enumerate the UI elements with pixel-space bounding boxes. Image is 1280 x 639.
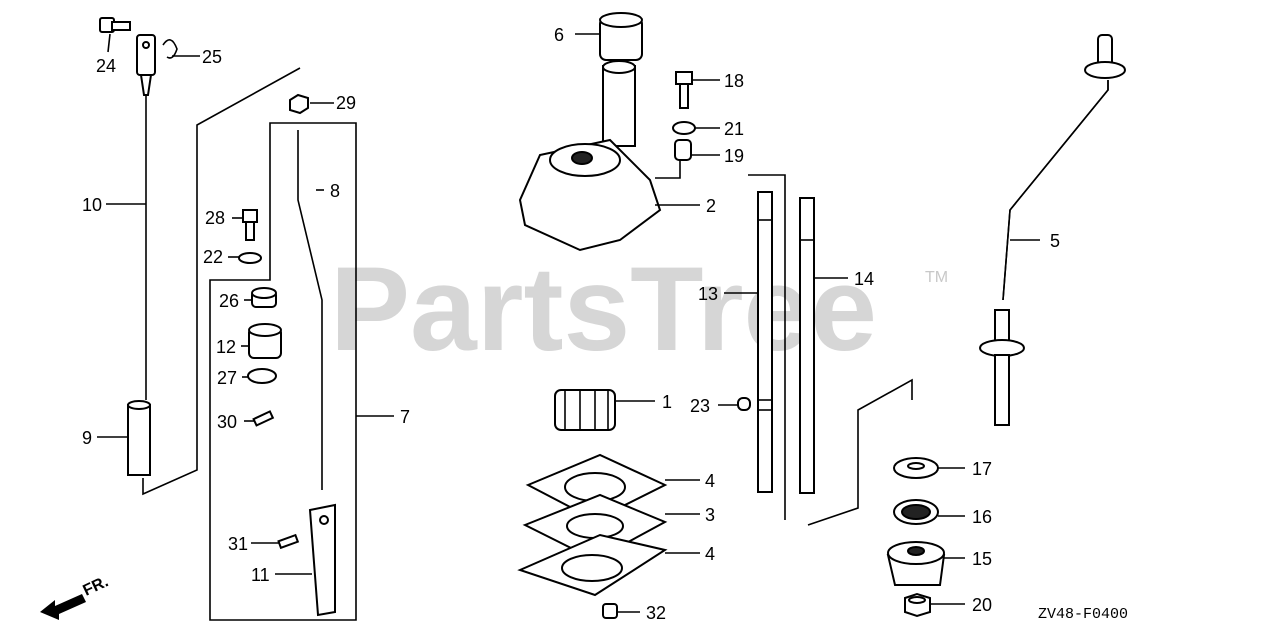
group-14-bracket (807, 378, 913, 526)
part-14-shaft[interactable] (799, 197, 815, 494)
callout: 15 (972, 549, 992, 569)
part-15-gear[interactable] (886, 541, 946, 586)
part-11-lever[interactable] (308, 503, 336, 617)
callout: 6 (554, 25, 564, 45)
part-12-collar[interactable] (248, 323, 282, 359)
callout: 1 (662, 392, 672, 412)
part-5-shift-rod-upper[interactable] (1002, 34, 1126, 301)
callout: 11 (251, 565, 270, 585)
part-16-bearing[interactable] (893, 499, 939, 525)
part-10-rod[interactable] (136, 34, 156, 400)
part-30-pin[interactable] (252, 410, 275, 427)
callout: 22 (203, 247, 223, 267)
part-28-bolt[interactable] (242, 209, 258, 241)
direction-label: FR. (81, 573, 112, 599)
callout: 12 (216, 337, 236, 357)
part-9-sleeve[interactable] (127, 400, 151, 476)
callout-labels: 24 25 29 10 28 22 26 12 27 30 9 31 11 8 … (82, 25, 1060, 623)
group-13-bracket (748, 174, 786, 520)
group-7-frame (209, 122, 357, 621)
part-5-shift-rod-lower[interactable] (979, 309, 1025, 426)
part-27-o-ring[interactable] (247, 368, 277, 384)
callout: 30 (217, 412, 237, 432)
part-6-grommet[interactable] (599, 12, 643, 61)
callout: 20 (972, 595, 992, 615)
callout: 8 (330, 181, 340, 201)
callout: 19 (724, 146, 744, 166)
group-bracket-left (142, 67, 301, 496)
part-20-nut[interactable] (904, 592, 931, 618)
callout: 13 (698, 284, 718, 304)
callout: 32 (646, 603, 666, 623)
front-direction-arrow: FR. (40, 573, 111, 620)
callout: 25 (202, 47, 222, 67)
callout: 31 (228, 534, 248, 554)
callout: 5 (1050, 231, 1060, 251)
callout: 17 (972, 459, 992, 479)
part-4-gasket-upper[interactable] (525, 453, 668, 522)
callout: 3 (705, 505, 715, 525)
part-13-drive-shaft[interactable] (757, 191, 773, 493)
callout: 9 (82, 428, 92, 448)
part-25-clip[interactable] (162, 39, 178, 59)
diagram-code: ZV48-F0400 (1038, 606, 1128, 623)
callout: 4 (705, 471, 715, 491)
watermark: PartsTree (330, 242, 877, 376)
callout: 16 (972, 507, 992, 527)
callout: 23 (690, 396, 710, 416)
part-21-washer[interactable] (672, 121, 696, 135)
callout: 28 (205, 208, 225, 228)
callout: 26 (219, 291, 239, 311)
part-17-washer[interactable] (893, 457, 939, 479)
part-26-bushing[interactable] (251, 287, 277, 308)
part-8-shift-rod[interactable] (297, 130, 323, 490)
part-1-impeller[interactable] (554, 389, 616, 431)
callout: 14 (854, 269, 874, 289)
callout: 18 (724, 71, 744, 91)
part-2-pump-housing[interactable] (518, 60, 662, 252)
part-24-bolt[interactable] (99, 17, 131, 33)
part-19-dowel[interactable] (674, 139, 692, 161)
part-23-pin[interactable] (737, 397, 751, 411)
callout: 29 (336, 93, 356, 113)
part-31-pin[interactable] (277, 533, 300, 550)
part-18-bolt[interactable] (675, 71, 693, 109)
part-32-dowel[interactable] (602, 603, 618, 619)
callout: 27 (217, 368, 237, 388)
leader-lines (97, 33, 1040, 613)
watermark-trademark: TM (925, 269, 948, 286)
callout: 24 (96, 56, 116, 76)
part-22-washer[interactable] (238, 252, 262, 264)
callout: 4 (705, 544, 715, 564)
part-29-nut[interactable] (289, 93, 309, 115)
callout: 21 (724, 119, 744, 139)
part-4-gasket-lower[interactable] (517, 533, 668, 597)
callout: 10 (82, 195, 102, 215)
callout: 2 (706, 196, 716, 216)
callout: 7 (400, 407, 410, 427)
